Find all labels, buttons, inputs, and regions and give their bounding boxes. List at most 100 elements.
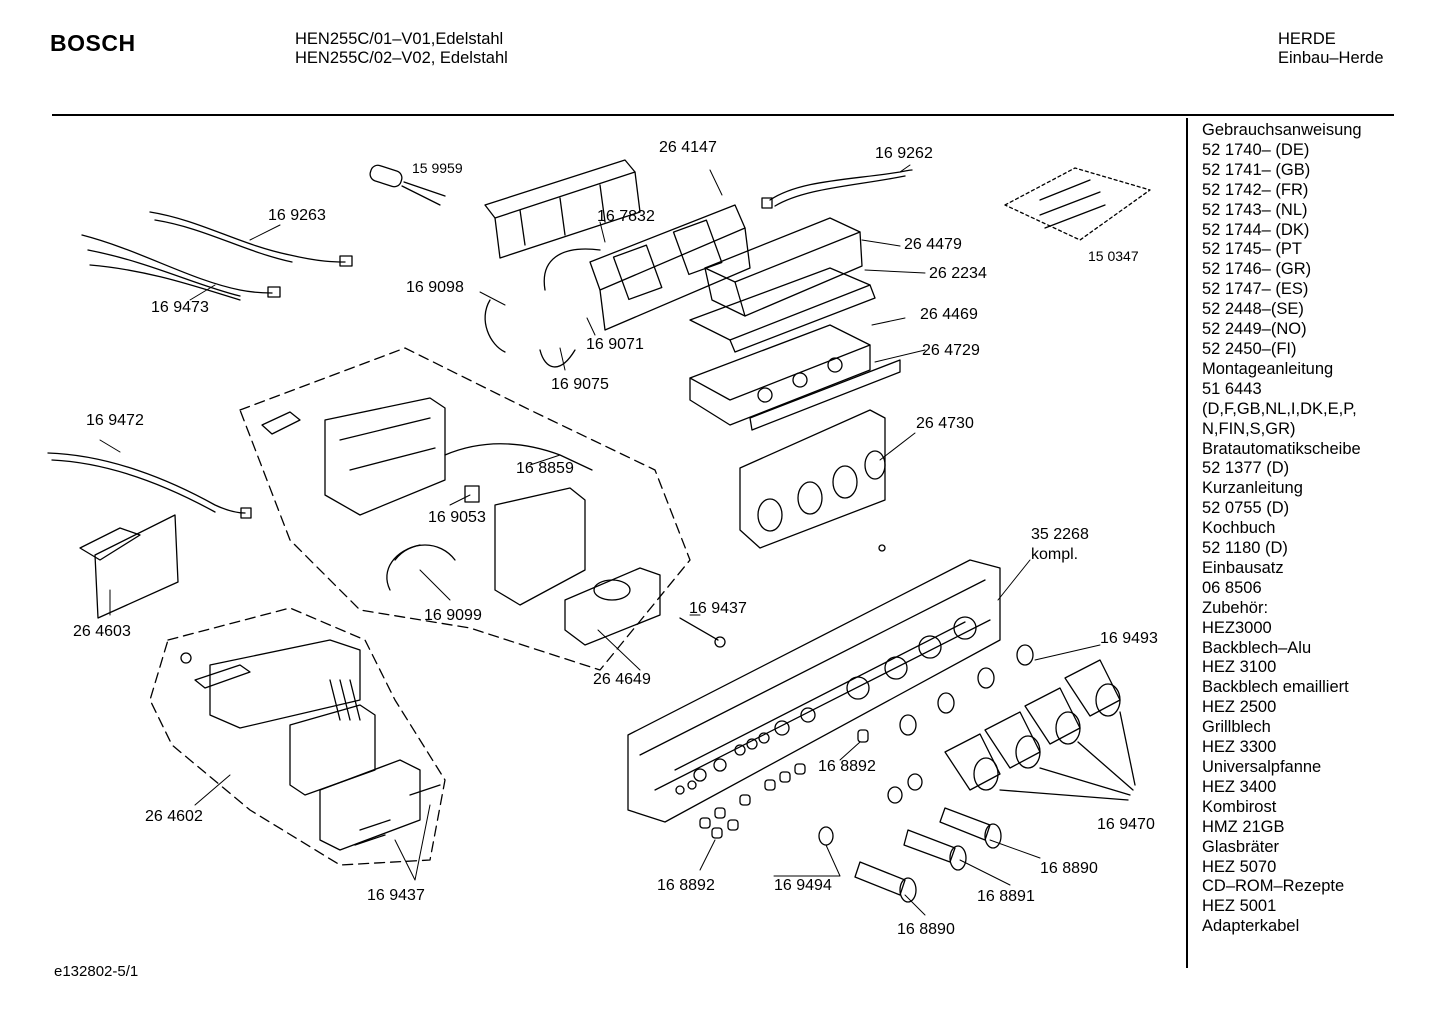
part-label: 26 4729 xyxy=(922,342,980,359)
part-label: 26 4479 xyxy=(904,236,962,253)
part-label: 16 9262 xyxy=(875,145,933,162)
accessory-list-item: 52 1742– (FR) xyxy=(1202,180,1309,199)
part-label: 16 9437 xyxy=(367,887,425,904)
accessory-list-item: (D,F,GB,NL,I,DK,E,P, xyxy=(1202,399,1357,418)
brand-logo: BOSCH xyxy=(50,30,136,56)
assembly-group-26-4602 xyxy=(149,607,446,866)
cable-harness-16-9473 xyxy=(81,234,281,301)
accessory-list-item: HEZ 3300 xyxy=(1202,738,1277,757)
accessory-list-item: 52 1745– (PT xyxy=(1202,240,1302,259)
part-label: 16 8892 xyxy=(818,758,876,775)
model-line-2: HEN255C/02–V02, Edelstahl xyxy=(295,49,508,67)
housing-26-4730 xyxy=(739,409,886,549)
part-label: 16 9263 xyxy=(268,207,326,224)
part-label: 16 9053 xyxy=(428,509,486,526)
part-label: 35 2268 xyxy=(1031,526,1089,543)
part-label: 16 9098 xyxy=(406,279,464,296)
part-label: 16 8890 xyxy=(897,921,955,938)
accessory-list-item: 52 2448–(SE) xyxy=(1202,300,1304,319)
accessory-list-item: Einbausatz xyxy=(1202,558,1284,577)
part-label: 16 9473 xyxy=(151,299,209,316)
accessory-list-item: Universalpfanne xyxy=(1202,758,1322,776)
part-label: 26 4469 xyxy=(920,306,978,323)
accessory-list-item: Grillblech xyxy=(1202,718,1271,737)
category-line-2: Einbau–Herde xyxy=(1278,49,1384,67)
shafts-16-8890 xyxy=(854,807,1002,903)
part-label: 26 4603 xyxy=(73,623,131,640)
accessory-list-item: Zubehör: xyxy=(1202,598,1269,617)
accessory-list-item: 52 2450–(FI) xyxy=(1202,339,1297,358)
bracket-26-4147 xyxy=(484,159,641,259)
accessory-list-item: 51 6443 xyxy=(1202,379,1262,398)
cable-harness-16-9472 xyxy=(47,452,252,519)
cable-harness-16-9263 xyxy=(149,211,353,267)
capacitor-part xyxy=(369,164,446,206)
control-panel-35-2268 xyxy=(627,544,1001,823)
part-label: 16 9099 xyxy=(424,607,482,624)
accessory-list-item: Kochbuch xyxy=(1202,519,1276,538)
leader-lines xyxy=(99,164,1101,916)
accessory-list-item: Glasbräter xyxy=(1202,837,1280,856)
part-label: 16 9472 xyxy=(86,412,144,429)
part-label: 26 4602 xyxy=(145,808,203,825)
accessory-list-item: Backblech–Alu xyxy=(1202,638,1312,657)
tray-26-4479 xyxy=(704,217,863,317)
accessory-list-item: N,FIN,S,GR) xyxy=(1202,419,1296,438)
screw-16-9437 xyxy=(679,617,726,648)
module-26-4602 xyxy=(180,639,441,851)
accessory-list-item: Bratautomatikscheibe xyxy=(1202,439,1361,458)
accessory-list-item: 52 1746– (GR) xyxy=(1202,260,1312,279)
accessory-list-item: 52 1180 (D) xyxy=(1202,539,1288,558)
accessory-list-item: 52 1741– (GB) xyxy=(1202,160,1311,179)
assembly-group-26-4649 xyxy=(239,347,691,671)
part-label: kompl. xyxy=(1031,546,1079,563)
part-label: 16 8859 xyxy=(516,460,574,477)
accessory-list-item: 52 1377 (D) xyxy=(1202,459,1290,478)
pcb-26-4603 xyxy=(79,514,179,619)
part-label: 16 8890 xyxy=(1040,860,1098,877)
cable-16-9262 xyxy=(761,169,913,209)
accessory-list-item: CD–ROM–Rezepte xyxy=(1202,877,1345,896)
exploded-parts-diagram xyxy=(47,159,1151,916)
category-line-1: HERDE xyxy=(1278,30,1336,48)
part-label: 15 0347 xyxy=(1088,248,1139,264)
button-caps-16-8892 xyxy=(699,729,869,839)
drawing-code: e132802-5/1 xyxy=(54,963,139,980)
model-line-1: HEN255C/01–V01,Edelstahl xyxy=(295,30,504,48)
part-label: 16 9494 xyxy=(774,877,832,894)
accessory-list-item: Kurzanleitung xyxy=(1202,479,1303,498)
knobs-16-9470 xyxy=(944,659,1136,801)
part-label: 16 8891 xyxy=(977,888,1035,905)
accessory-list-item: HMZ 21GB xyxy=(1202,817,1285,836)
part-label: 16 9071 xyxy=(586,336,644,353)
accessory-list-item: HEZ 3400 xyxy=(1202,777,1277,796)
sidebar-divider xyxy=(1186,118,1188,968)
part-label: 26 4649 xyxy=(593,671,651,688)
part-label: 15 9959 xyxy=(412,160,463,176)
part-label: 16 7832 xyxy=(597,208,655,225)
part-label: 16 9470 xyxy=(1097,816,1155,833)
accessory-list-item: 06 8506 xyxy=(1202,578,1262,597)
part-label: 16 9075 xyxy=(551,376,609,393)
accessory-list-item: HEZ 5070 xyxy=(1202,857,1277,876)
accessory-list-item: HEZ 2500 xyxy=(1202,698,1277,717)
plate-26-4469 xyxy=(689,267,876,353)
accessory-list-item: 52 1743– (NL) xyxy=(1202,200,1308,219)
accessory-list-item: 52 1740– (DE) xyxy=(1202,140,1310,159)
part-label: 16 8892 xyxy=(657,877,715,894)
accessory-list-item: Montageanleitung xyxy=(1202,359,1334,378)
rings-16-9493 xyxy=(818,644,1034,846)
accessory-list-item: Adapterkabel xyxy=(1202,917,1300,936)
accessory-list-item: Kombirost xyxy=(1202,797,1277,816)
accessory-list-item: 52 0755 (D) xyxy=(1202,499,1290,518)
screw-bag-15-0347 xyxy=(1004,167,1151,241)
part-label: 16 9493 xyxy=(1100,630,1158,647)
module-26-4649 xyxy=(261,397,661,646)
part-label: 26 2234 xyxy=(929,265,987,282)
accessory-list-item: HEZ3000 xyxy=(1202,618,1272,637)
accessory-list-item: HEZ 3100 xyxy=(1202,658,1277,677)
accessory-list-item: 52 2449–(NO) xyxy=(1202,320,1307,339)
accessory-list-item: 52 1744– (DK) xyxy=(1202,220,1310,239)
accessory-list-item: Backblech emailliert xyxy=(1202,678,1349,697)
